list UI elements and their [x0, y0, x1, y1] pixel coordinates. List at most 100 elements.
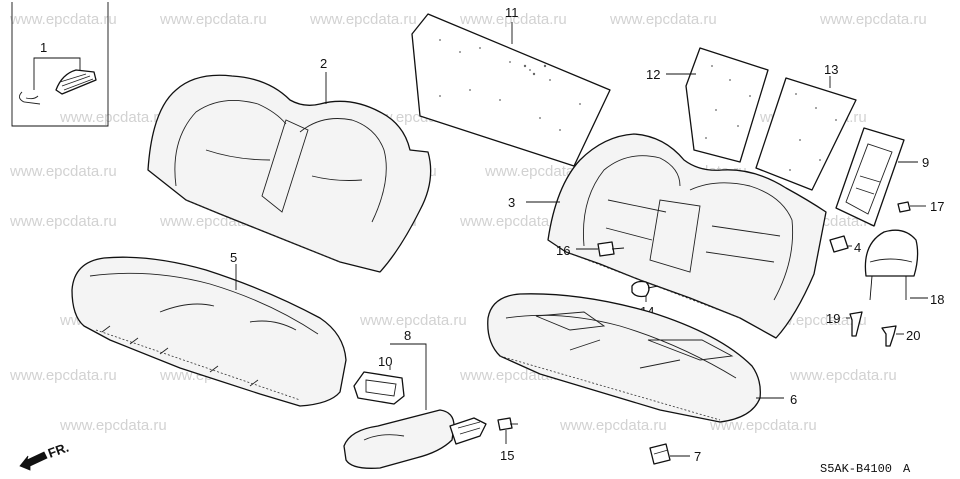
- frame-openings: [535, 311, 734, 361]
- callout-4: 4: [854, 240, 861, 255]
- watermark: www.epcdata.ru: [159, 11, 267, 28]
- clip-detail: [653, 449, 669, 455]
- callout-9: 9: [922, 155, 929, 170]
- bolt-head: [597, 241, 615, 257]
- cup-holder-opening: [365, 379, 397, 397]
- watermark: www.epcdata.ru: [359, 312, 467, 329]
- watermark: www.epcdata.ru: [9, 213, 117, 230]
- panel-shape: [685, 47, 769, 163]
- frame-shape: [547, 133, 827, 339]
- watermark: www.epcdata.ru: [9, 367, 117, 384]
- panel-texture: [439, 39, 581, 131]
- seat-back-seam: [174, 99, 287, 187]
- leader-line: [390, 343, 427, 410]
- diagram-code-suffix: A: [903, 462, 911, 476]
- callout-3: 3: [508, 195, 515, 210]
- armrest-seam: [363, 434, 405, 441]
- watermark: www.epcdata.ru: [9, 11, 117, 28]
- panel-shape: [755, 77, 857, 191]
- frame-seam: [689, 182, 794, 301]
- frame-shape: [487, 293, 761, 423]
- callout-20: 20: [906, 328, 920, 343]
- clip-shape: [829, 235, 849, 253]
- spring-shape: [55, 69, 97, 95]
- bolt-shank: [647, 285, 659, 289]
- watermark: www.epcdata.ru: [309, 11, 417, 28]
- part-16-bolt: 16: [556, 241, 625, 258]
- cushion-shape: [71, 256, 347, 407]
- part-10-cup-holder: 10: [353, 354, 405, 405]
- cushion-seam: [89, 272, 319, 335]
- watermark: www.epcdata.ru: [459, 213, 567, 230]
- callout-11: 11: [505, 5, 519, 20]
- callout-2: 2: [320, 56, 327, 71]
- clip-shape: [649, 443, 671, 465]
- part-15-bolt: 15: [497, 417, 518, 463]
- callout-1: 1: [40, 40, 47, 55]
- front-arrow-icon: [19, 451, 48, 471]
- part-19-guide: 19: [826, 311, 863, 337]
- callout-16: 16: [556, 243, 570, 258]
- part-2-seat-back: 2: [147, 56, 432, 273]
- clip-shape: [19, 91, 41, 105]
- part-1-inset: 1: [11, 2, 109, 127]
- clip-shape: [25, 95, 39, 100]
- part-11-panel: 11: [411, 5, 611, 167]
- watermark: www.epcdata.ru: [789, 367, 897, 384]
- panel-texture: [705, 65, 751, 139]
- bolt-shank: [611, 247, 625, 250]
- part-20-guide: 20: [881, 325, 920, 347]
- watermark: www.epcdata.ru: [559, 417, 667, 434]
- frame-straps: [605, 199, 781, 263]
- callout-12: 12: [646, 67, 660, 82]
- guide-shape: [881, 325, 897, 347]
- part-7-clip: 7: [649, 443, 701, 465]
- callout-6: 6: [790, 392, 797, 407]
- seat-back-shape: [147, 74, 432, 273]
- diagram-code-text: S5AK-B4100: [820, 462, 892, 476]
- headrest-shape: [864, 229, 919, 277]
- callout-8: 8: [404, 328, 411, 343]
- spring-coils: [59, 73, 94, 91]
- armrest-shape: [343, 409, 455, 469]
- frame-straps: [569, 339, 681, 369]
- armrest-hinge: [449, 417, 487, 445]
- front-direction-indicator: FR.: [19, 440, 71, 471]
- callout-17: 17: [930, 199, 944, 214]
- screw-shape: [897, 201, 911, 213]
- watermark: www.epcdata.ru: [709, 417, 817, 434]
- watermark: www.epcdata.ru: [484, 163, 592, 180]
- watermark: www.epcdata.ru: [59, 109, 167, 126]
- seat-back-seam: [205, 149, 363, 181]
- part-8-armrest: 8: [343, 328, 487, 469]
- diagram-code: S5AK-B4100 A: [820, 462, 911, 476]
- seat-back-seam: [299, 118, 387, 223]
- headrest-stays: [869, 275, 907, 301]
- watermark: www.epcdata.ru: [9, 163, 117, 180]
- callout-15: 15: [500, 448, 514, 463]
- part-17-screw: 17: [897, 199, 944, 214]
- bolt-head: [497, 417, 513, 431]
- watermark: www.epcdata.ru: [459, 11, 567, 28]
- callout-18: 18: [930, 292, 944, 307]
- cushion-hooks: [101, 325, 259, 387]
- watermark: www.epcdata.ru: [609, 11, 717, 28]
- callout-5: 5: [230, 250, 237, 265]
- armrest-hinge-detail: [457, 421, 481, 435]
- cup-holder-shape: [353, 371, 405, 405]
- guide-shape: [849, 311, 863, 337]
- part-13-panel: 13: [755, 62, 857, 191]
- frame-seam: [583, 155, 681, 247]
- bracket-inner: [845, 143, 893, 215]
- bolt-head: [631, 280, 650, 298]
- frame-bottom-edge: [565, 251, 741, 319]
- watermark: www.epcdata.ru: [819, 11, 927, 28]
- panel-shape: [411, 13, 611, 167]
- callout-13: 13: [824, 62, 838, 77]
- center-pass-through: [261, 119, 309, 213]
- panel-texture: [789, 93, 837, 171]
- part-5-cushion: 5: [71, 250, 347, 407]
- callout-7: 7: [694, 449, 701, 464]
- part-4-clip: 4: [829, 235, 861, 255]
